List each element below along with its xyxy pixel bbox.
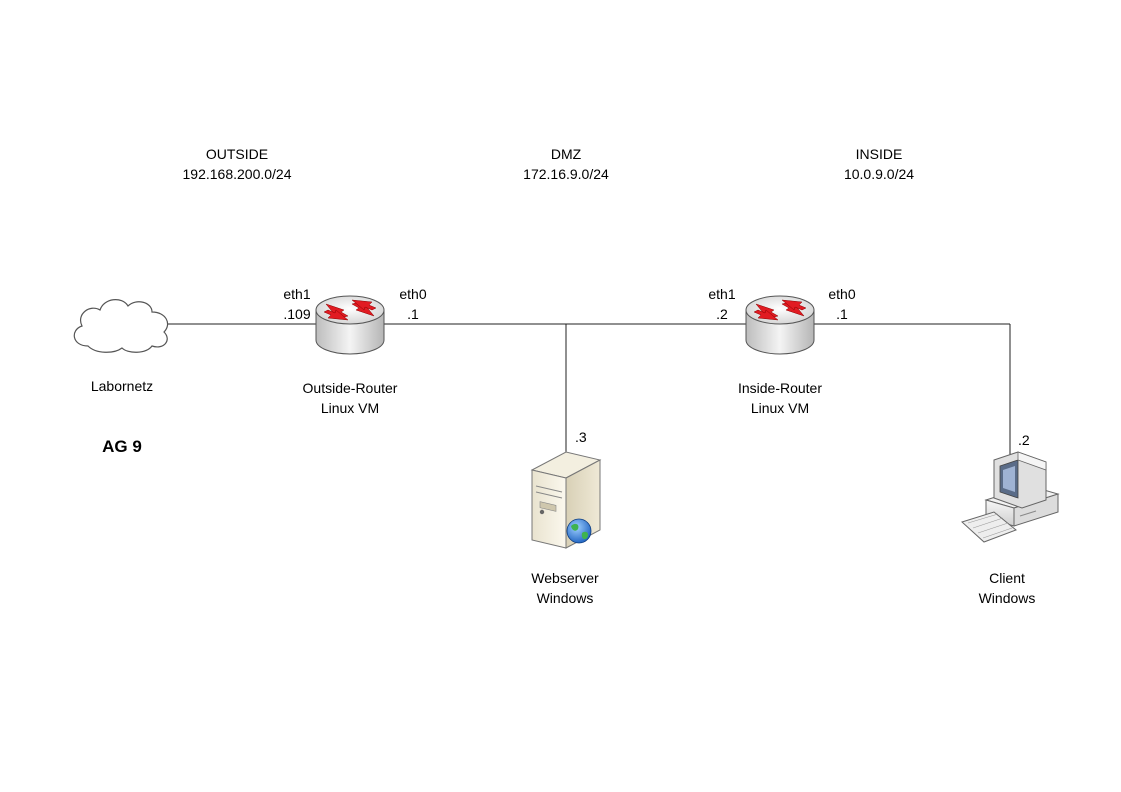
zone-inside-subnet: 10.0.9.0/24	[843, 166, 915, 182]
zone-dmz-subnet: 172.16.9.0/24	[523, 166, 609, 182]
inside-router-ip-right: .1	[836, 306, 848, 322]
zone-inside-label: INSIDE 10.0.9.0/24	[804, 144, 954, 184]
inside-router-if-left: eth1	[708, 286, 736, 302]
client-platform: Windows	[978, 590, 1036, 606]
cloud-icon	[73, 299, 169, 353]
outside-router-left-interface: eth1 .109	[272, 284, 322, 324]
cloud-label: Labornetz	[72, 376, 172, 396]
group-label-text: AG 9	[102, 437, 142, 456]
client-pc-icon	[961, 451, 1060, 543]
zone-dmz-label: DMZ 172.16.9.0/24	[491, 144, 641, 184]
inside-router-platform: Linux VM	[750, 400, 810, 416]
zone-outside-name: OUTSIDE	[205, 146, 269, 162]
client-label: Client Windows	[957, 568, 1057, 608]
outside-router-icon	[315, 295, 385, 355]
outside-router-label: Outside-Router Linux VM	[280, 378, 420, 418]
outside-router-if-left: eth1	[283, 286, 311, 302]
connections	[120, 323, 1011, 508]
webserver-ip: .3	[575, 427, 615, 447]
inside-router-right-interface: eth0 .1	[817, 284, 867, 324]
inside-router-label: Inside-Router Linux VM	[705, 378, 855, 418]
webserver-icon	[530, 451, 602, 549]
zone-outside-subnet: 192.168.200.0/24	[182, 166, 292, 182]
zone-dmz-name: DMZ	[550, 146, 582, 162]
client-ip: .2	[1018, 430, 1058, 450]
cloud-label-text: Labornetz	[90, 378, 154, 394]
inside-router-ip-left: .2	[716, 306, 728, 322]
outside-router-ip-right: .1	[407, 306, 419, 322]
webserver-ip-text: .3	[575, 429, 587, 445]
webserver-name: Webserver	[531, 570, 599, 586]
outside-router-platform: Linux VM	[320, 400, 380, 416]
inside-router-left-interface: eth1 .2	[697, 284, 747, 324]
client-ip-text: .2	[1018, 432, 1030, 448]
zone-outside-label: OUTSIDE 192.168.200.0/24	[162, 144, 312, 184]
inside-router-icon	[745, 295, 815, 355]
outside-router-name: Outside-Router	[302, 380, 398, 396]
outside-router-right-interface: eth0 .1	[388, 284, 438, 324]
inside-router-if-right: eth0	[828, 286, 856, 302]
inside-router-name: Inside-Router	[737, 380, 823, 396]
outside-router-ip-left: .109	[283, 306, 311, 322]
client-name: Client	[989, 570, 1025, 586]
webserver-platform: Windows	[536, 590, 594, 606]
group-label: AG 9	[82, 437, 162, 457]
outside-router-if-right: eth0	[399, 286, 427, 302]
webserver-label: Webserver Windows	[505, 568, 625, 608]
zone-inside-name: INSIDE	[855, 146, 903, 162]
